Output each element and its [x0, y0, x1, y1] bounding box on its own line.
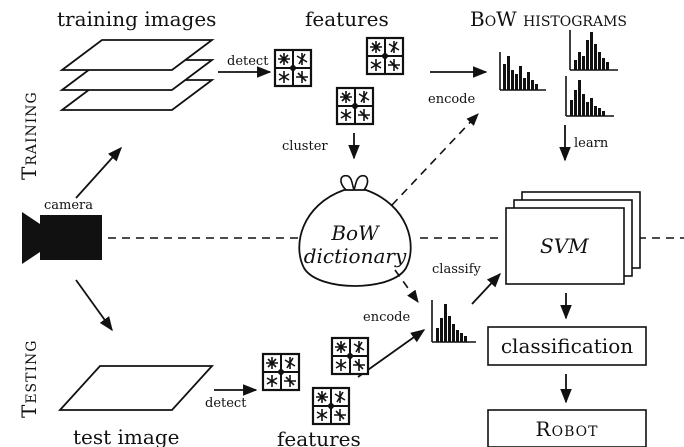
learn-label: learn: [574, 136, 609, 151]
robot-label: Robot: [536, 417, 599, 441]
test-image: [57, 365, 215, 411]
features-label-bottom: features: [277, 427, 361, 447]
svm-label: SVM: [540, 234, 589, 258]
bow-histogram-1: [499, 52, 546, 91]
bow-dictionary-bag: [298, 174, 412, 287]
bow-histogram-3: [565, 76, 614, 117]
bow-histograms-label: BoW histograms: [470, 7, 627, 31]
dictionary-to-encode-bottom-arrow: [394, 269, 419, 304]
classify-arrow: [471, 272, 501, 305]
training-side-label: Training: [17, 91, 41, 180]
classify-label: classify: [432, 262, 482, 277]
dictionary-to-encode-top-arrow: [391, 113, 479, 206]
classification-label: classification: [501, 334, 633, 358]
detect-label-bottom: detect: [205, 396, 247, 411]
camera-to-test-arrow: [75, 279, 113, 332]
features-label-top: features: [305, 7, 389, 31]
training-images-label: training images: [57, 7, 216, 31]
feature-patches-top: [273, 36, 405, 126]
training-images-stack: [59, 39, 215, 111]
svm-box-stack: [505, 191, 641, 285]
test-histogram: [431, 300, 476, 343]
camera-label: camera: [44, 198, 93, 213]
robot-box: [487, 409, 647, 447]
cluster-label: cluster: [282, 139, 328, 154]
feature-patches-bottom: [261, 336, 370, 426]
testing-side-label: Testing: [17, 340, 41, 418]
dictionary-label-line2: dictionary: [304, 244, 407, 268]
encode-label-bottom: encode: [363, 310, 410, 325]
encode-label-top: encode: [428, 92, 475, 107]
bow-histogram-2: [569, 30, 618, 71]
detect-label-top: detect: [227, 54, 269, 69]
dictionary-label-line1: BoW: [330, 221, 380, 245]
classification-box: [487, 326, 647, 366]
camera-icon: [22, 212, 102, 264]
test-image-label: test image: [73, 425, 179, 447]
camera-to-training-arrow: [75, 146, 122, 199]
